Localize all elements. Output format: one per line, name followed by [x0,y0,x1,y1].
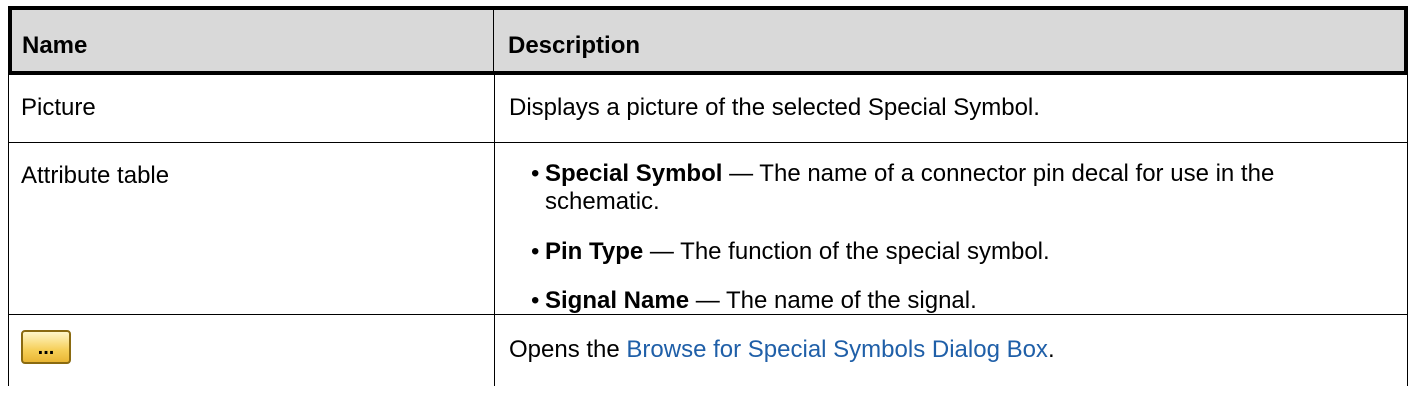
browse-button[interactable]: ... [21,330,71,364]
bullet-term: Signal Name [545,287,690,314]
bullet-dot: • [531,287,540,314]
bullet-term: Pin Type [545,238,644,265]
table-row: Attribute table •Special Symbol — The na… [8,143,1408,315]
table-row: ... Opens the Browse for Special Symbols… [8,315,1408,386]
browse-button-label: ... [37,337,55,359]
bullet-item-signal-name: •Signal Name — The name of the signal. [531,287,1391,315]
row-description: Displays a picture of the selected Speci… [509,94,1040,121]
header-description: Description [508,32,641,59]
row-name: Attribute table [9,143,495,314]
row-name: ... [9,315,495,386]
header-name: Name [12,10,494,71]
attribute-table: Name Description Picture Displays a pict… [8,6,1408,386]
bullet-term: Special Symbol [545,160,723,187]
row-description: Opens the Browse for Special Symbols Dia… [495,315,1407,386]
bullet-dot: • [531,238,540,265]
table-header-row: Name Description [8,6,1408,75]
bullet-text: — The name of a connector pin decal for … [545,160,1275,215]
bullet-text: — The name of the signal. [689,287,977,314]
row-description: •Special Symbol — The name of a connecto… [495,143,1407,314]
bullet-dot: • [531,160,540,187]
bullet-item-special-symbol: •Special Symbol — The name of a connecto… [531,160,1391,216]
bullet-text: — The function of the special symbol. [643,238,1050,265]
table-row: Picture Displays a picture of the select… [8,75,1408,143]
browse-dialog-link[interactable]: Browse for Special Symbols Dialog Box [626,336,1048,363]
description-suffix: . [1047,336,1055,363]
row-name: Picture [9,75,495,142]
description-prefix: Opens the [509,336,627,363]
bullet-item-pin-type: •Pin Type — The function of the special … [531,238,1391,266]
